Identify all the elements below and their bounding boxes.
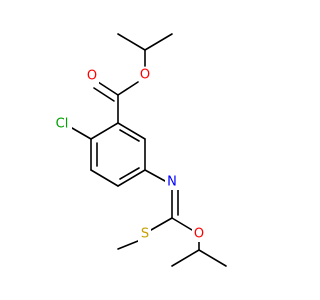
bond-ring-n [144, 169, 166, 182]
atom-imine-nitrogen: N [165, 174, 179, 190]
bond-carbonyl-double-a [97, 81, 119, 96]
molecule-diagram: O O Cl N S O [52, 33, 227, 267]
atom-ester-carbonyl-oxygen: O [86, 68, 99, 84]
atom-isopropoxy-oxygen: O [192, 226, 205, 242]
atom-thioether-sulfur-label: S [141, 227, 149, 242]
atom-chlorine: Cl [52, 116, 72, 132]
bond-carbonyl-double-b [93, 87, 115, 102]
atom-imine-nitrogen-label: N [167, 175, 177, 190]
atom-isopropoxy-oxygen-label: O [194, 227, 204, 242]
ring-bond-4 [90, 169, 119, 187]
bond-ipr1-ch3-right [144, 33, 173, 51]
bond-s-ch3 [117, 240, 139, 250]
ring-inner-double-1 [119, 129, 140, 142]
bond-ipr1-ch3-left [117, 33, 146, 51]
ring-inner-double-2 [119, 167, 140, 180]
atom-ester-ether-oxygen: O [139, 67, 152, 83]
structure-canvas: O O Cl N S O [52, 33, 227, 267]
bond-c-s [150, 217, 173, 231]
atom-ester-ether-oxygen-label: O [140, 68, 150, 83]
atom-ester-carbonyl-oxygen-label: O [87, 69, 97, 84]
atom-thioether-sulfur: S [138, 226, 151, 242]
bond-ipr2-ch3-right [198, 249, 227, 267]
atom-chlorine-label: Cl [56, 117, 69, 132]
ring-bond-1 [117, 122, 146, 140]
bond-ring-cl [71, 127, 92, 140]
ring-bond-6 [90, 122, 119, 140]
bond-ester-o-c [117, 81, 139, 96]
bond-ipr2-ch3-left [171, 249, 200, 267]
ring-bond-3 [117, 169, 146, 187]
bond-c-o [171, 217, 193, 231]
